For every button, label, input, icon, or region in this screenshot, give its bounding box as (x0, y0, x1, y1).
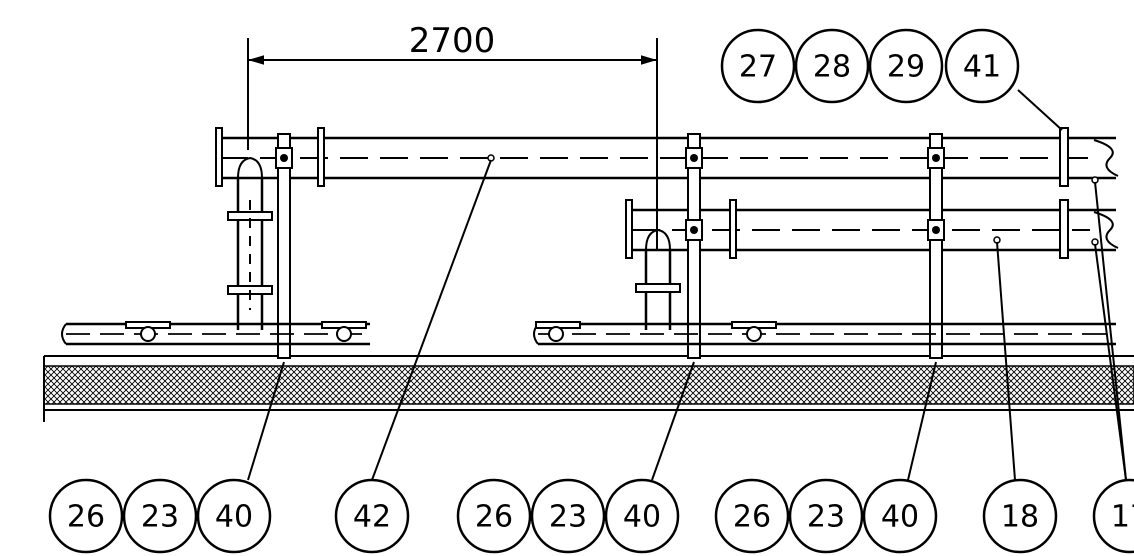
callout-27: 27 (720, 28, 796, 104)
svg-text:27: 27 (739, 50, 777, 85)
callout-29: 29 (868, 28, 944, 104)
callout-26: 26 (714, 478, 790, 554)
left-elbow (227, 156, 273, 330)
callout-group-top: 27 28 29 41 (720, 28, 1020, 104)
dimension-value: 2700 (409, 21, 496, 61)
svg-text:26: 26 (475, 500, 513, 535)
svg-text:40: 40 (623, 500, 661, 535)
svg-text:23: 23 (807, 500, 845, 535)
callout-17: 17 (1092, 478, 1134, 554)
callout-40: 40 (604, 478, 680, 554)
svg-text:18: 18 (1001, 500, 1039, 535)
svg-text:17: 17 (1111, 500, 1134, 535)
leader-lines (247, 89, 1127, 481)
svg-text:28: 28 (813, 50, 851, 85)
callout-23: 23 (788, 478, 864, 554)
svg-text:40: 40 (215, 500, 253, 535)
svg-text:41: 41 (963, 50, 1001, 85)
support-post (685, 133, 703, 359)
callout-group-bottom-1: 26 23 40 (48, 478, 272, 554)
callout-28: 28 (794, 28, 870, 104)
upper-pipe (215, 127, 1119, 187)
callout-23: 23 (122, 478, 198, 554)
svg-text:40: 40 (881, 500, 919, 535)
callout-group-bottom-3: 26 23 40 (714, 478, 938, 554)
callout-26: 26 (456, 478, 532, 554)
lower-pipe (625, 199, 1119, 259)
callout-40: 40 (196, 478, 272, 554)
right-elbow (635, 228, 681, 330)
svg-text:26: 26 (67, 500, 105, 535)
callout-42: 42 (334, 478, 410, 554)
svg-text:23: 23 (549, 500, 587, 535)
dimension-2700: 2700 (247, 21, 658, 250)
svg-text:23: 23 (141, 500, 179, 535)
support-post (927, 133, 945, 359)
support-post (275, 133, 293, 359)
callout-23: 23 (530, 478, 606, 554)
ground-slab (43, 355, 1134, 422)
callout-18: 18 (982, 478, 1058, 554)
svg-text:42: 42 (353, 500, 391, 535)
callout-26: 26 (48, 478, 124, 554)
callout-41: 41 (944, 28, 1020, 104)
vertical-supports (275, 133, 945, 359)
ground-pipes (61, 321, 1116, 346)
callout-40: 40 (862, 478, 938, 554)
svg-text:26: 26 (733, 500, 771, 535)
svg-text:29: 29 (887, 50, 925, 85)
callout-group-bottom-2: 26 23 40 (456, 478, 680, 554)
